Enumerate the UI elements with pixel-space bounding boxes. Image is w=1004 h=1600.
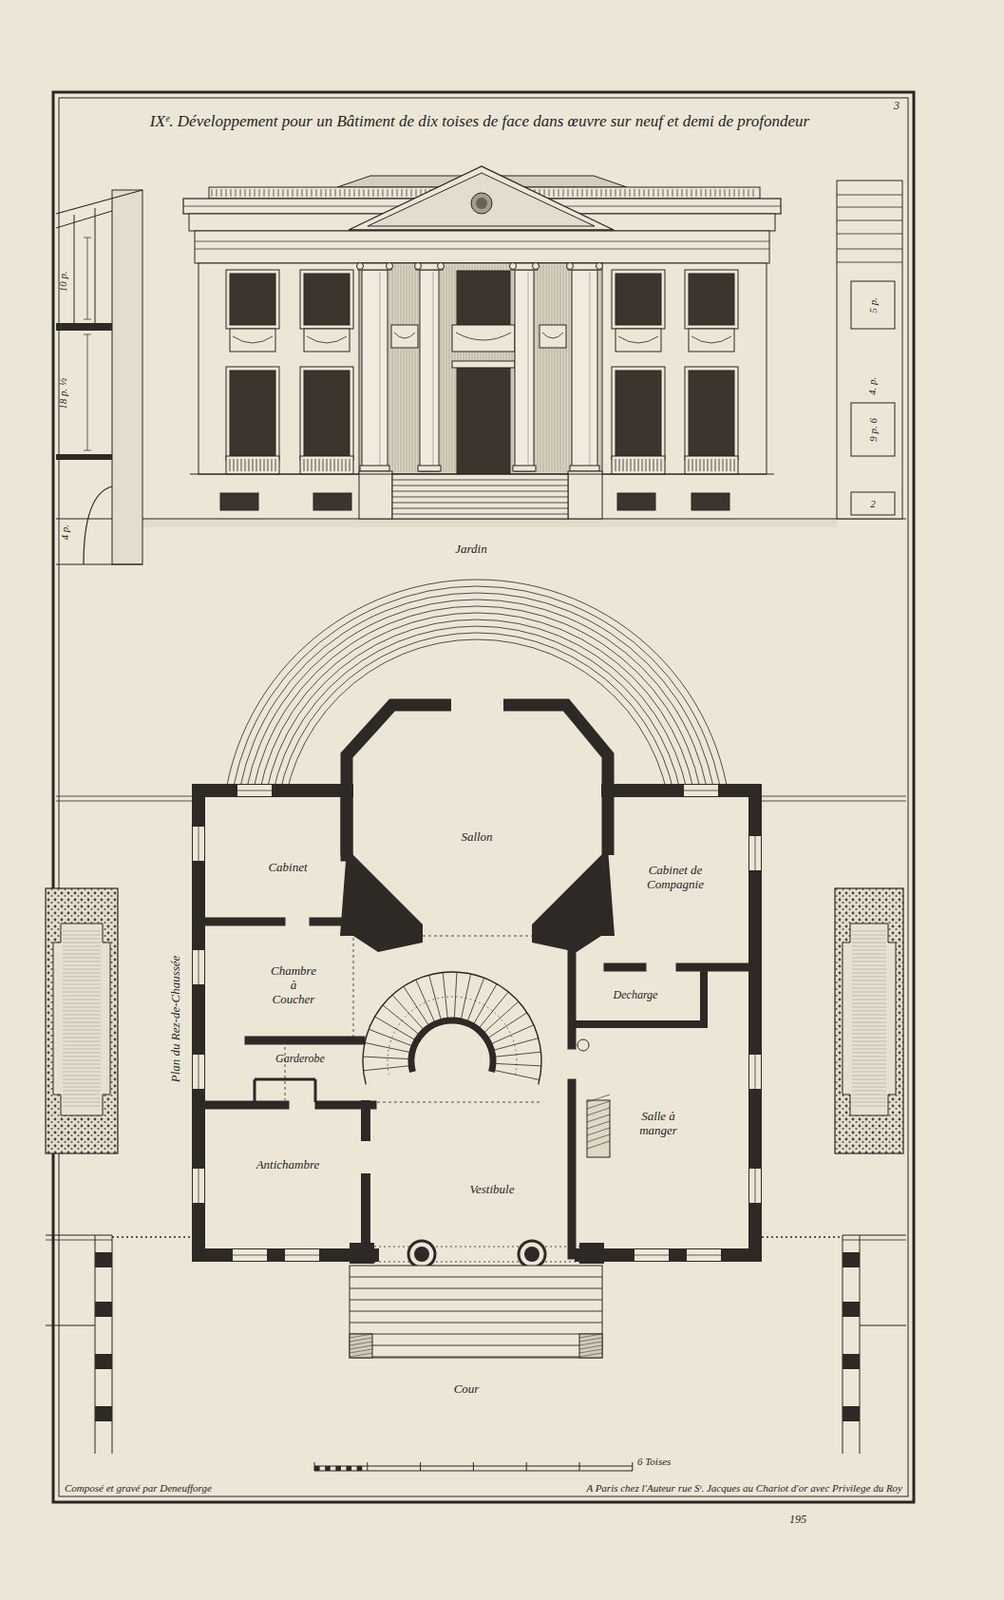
publisher-imprint: A Paris chez l'Auteur rue Sᵗ. Jacques au…: [586, 1481, 903, 1495]
page-number: 195: [789, 1513, 807, 1527]
section-detail: [56, 189, 143, 565]
garden-elevation: [56, 166, 907, 565]
room-label: Sallon: [460, 830, 493, 845]
dimension: 9 p. 6: [867, 417, 880, 442]
room-label: Decharge: [613, 988, 659, 1003]
ground-floor-plan: [45, 579, 907, 1454]
room-label: Vestibule: [470, 1182, 515, 1197]
dimension: 2: [870, 497, 876, 511]
room-label: Chambre à Coucher: [270, 964, 317, 1007]
dimension: 10 p.: [56, 270, 70, 292]
dimension: 5 p.: [867, 297, 880, 314]
plate-title: IXᵉ. Développement pour un Bâtiment de d…: [150, 112, 810, 132]
plate-number: 3: [893, 99, 900, 114]
dimension: 4. p.: [867, 376, 880, 395]
dimension: 18 p. ½: [56, 377, 70, 409]
section-detail: [836, 180, 903, 519]
scale-bar: [314, 1461, 633, 1471]
room-label: Garderobe: [275, 1052, 325, 1066]
scale-label: 6 Toises: [637, 1455, 671, 1468]
plan-title: Plan du Rez-de-Chaussée: [170, 954, 185, 1082]
engraving: [45, 92, 914, 1502]
dimension: 4 p.: [58, 524, 72, 541]
room-label: Cabinet: [267, 860, 307, 875]
engraver-credit: Composé et gravé par Deneufforge: [64, 1481, 212, 1495]
room-label: Cabinet de Compagnie: [646, 863, 704, 892]
area-label: Cour: [454, 1382, 480, 1397]
area-label: Jardin: [454, 542, 487, 557]
room-label: Antichambre: [256, 1157, 321, 1173]
room-label: Salle à manger: [639, 1109, 678, 1138]
